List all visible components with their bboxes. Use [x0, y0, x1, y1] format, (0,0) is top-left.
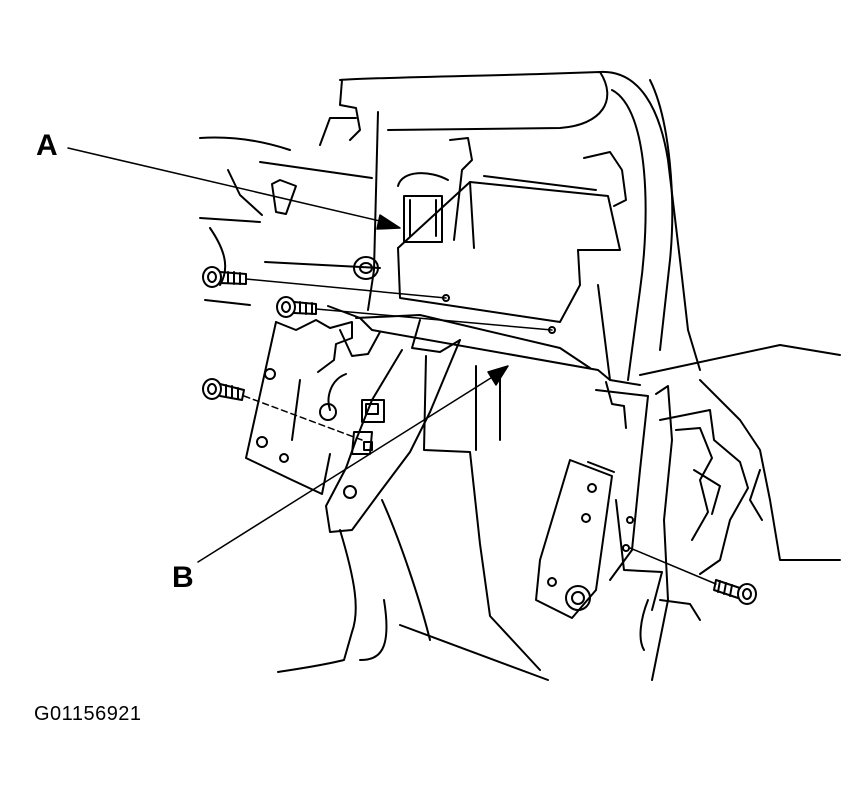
- control-module-a: [398, 138, 640, 385]
- figure-id-label: G01156921: [34, 703, 142, 725]
- callout-label-a: A: [36, 129, 58, 162]
- bolt-guide-lines: [244, 279, 716, 584]
- left-bracket: [246, 320, 352, 494]
- bolt-icon: [277, 297, 316, 317]
- arrow-pointer-icon: [198, 366, 508, 562]
- center-column: [278, 356, 548, 680]
- arrow-pointer-icon: [68, 148, 400, 229]
- mounting-bracket-b: [320, 306, 610, 532]
- side-panel-left: [228, 112, 380, 310]
- callout-label-b: B: [172, 561, 194, 594]
- bolt-icon: [203, 379, 244, 400]
- dashboard-outline: [200, 72, 840, 380]
- right-bracket: [536, 380, 840, 680]
- bolt-icon: [714, 580, 756, 604]
